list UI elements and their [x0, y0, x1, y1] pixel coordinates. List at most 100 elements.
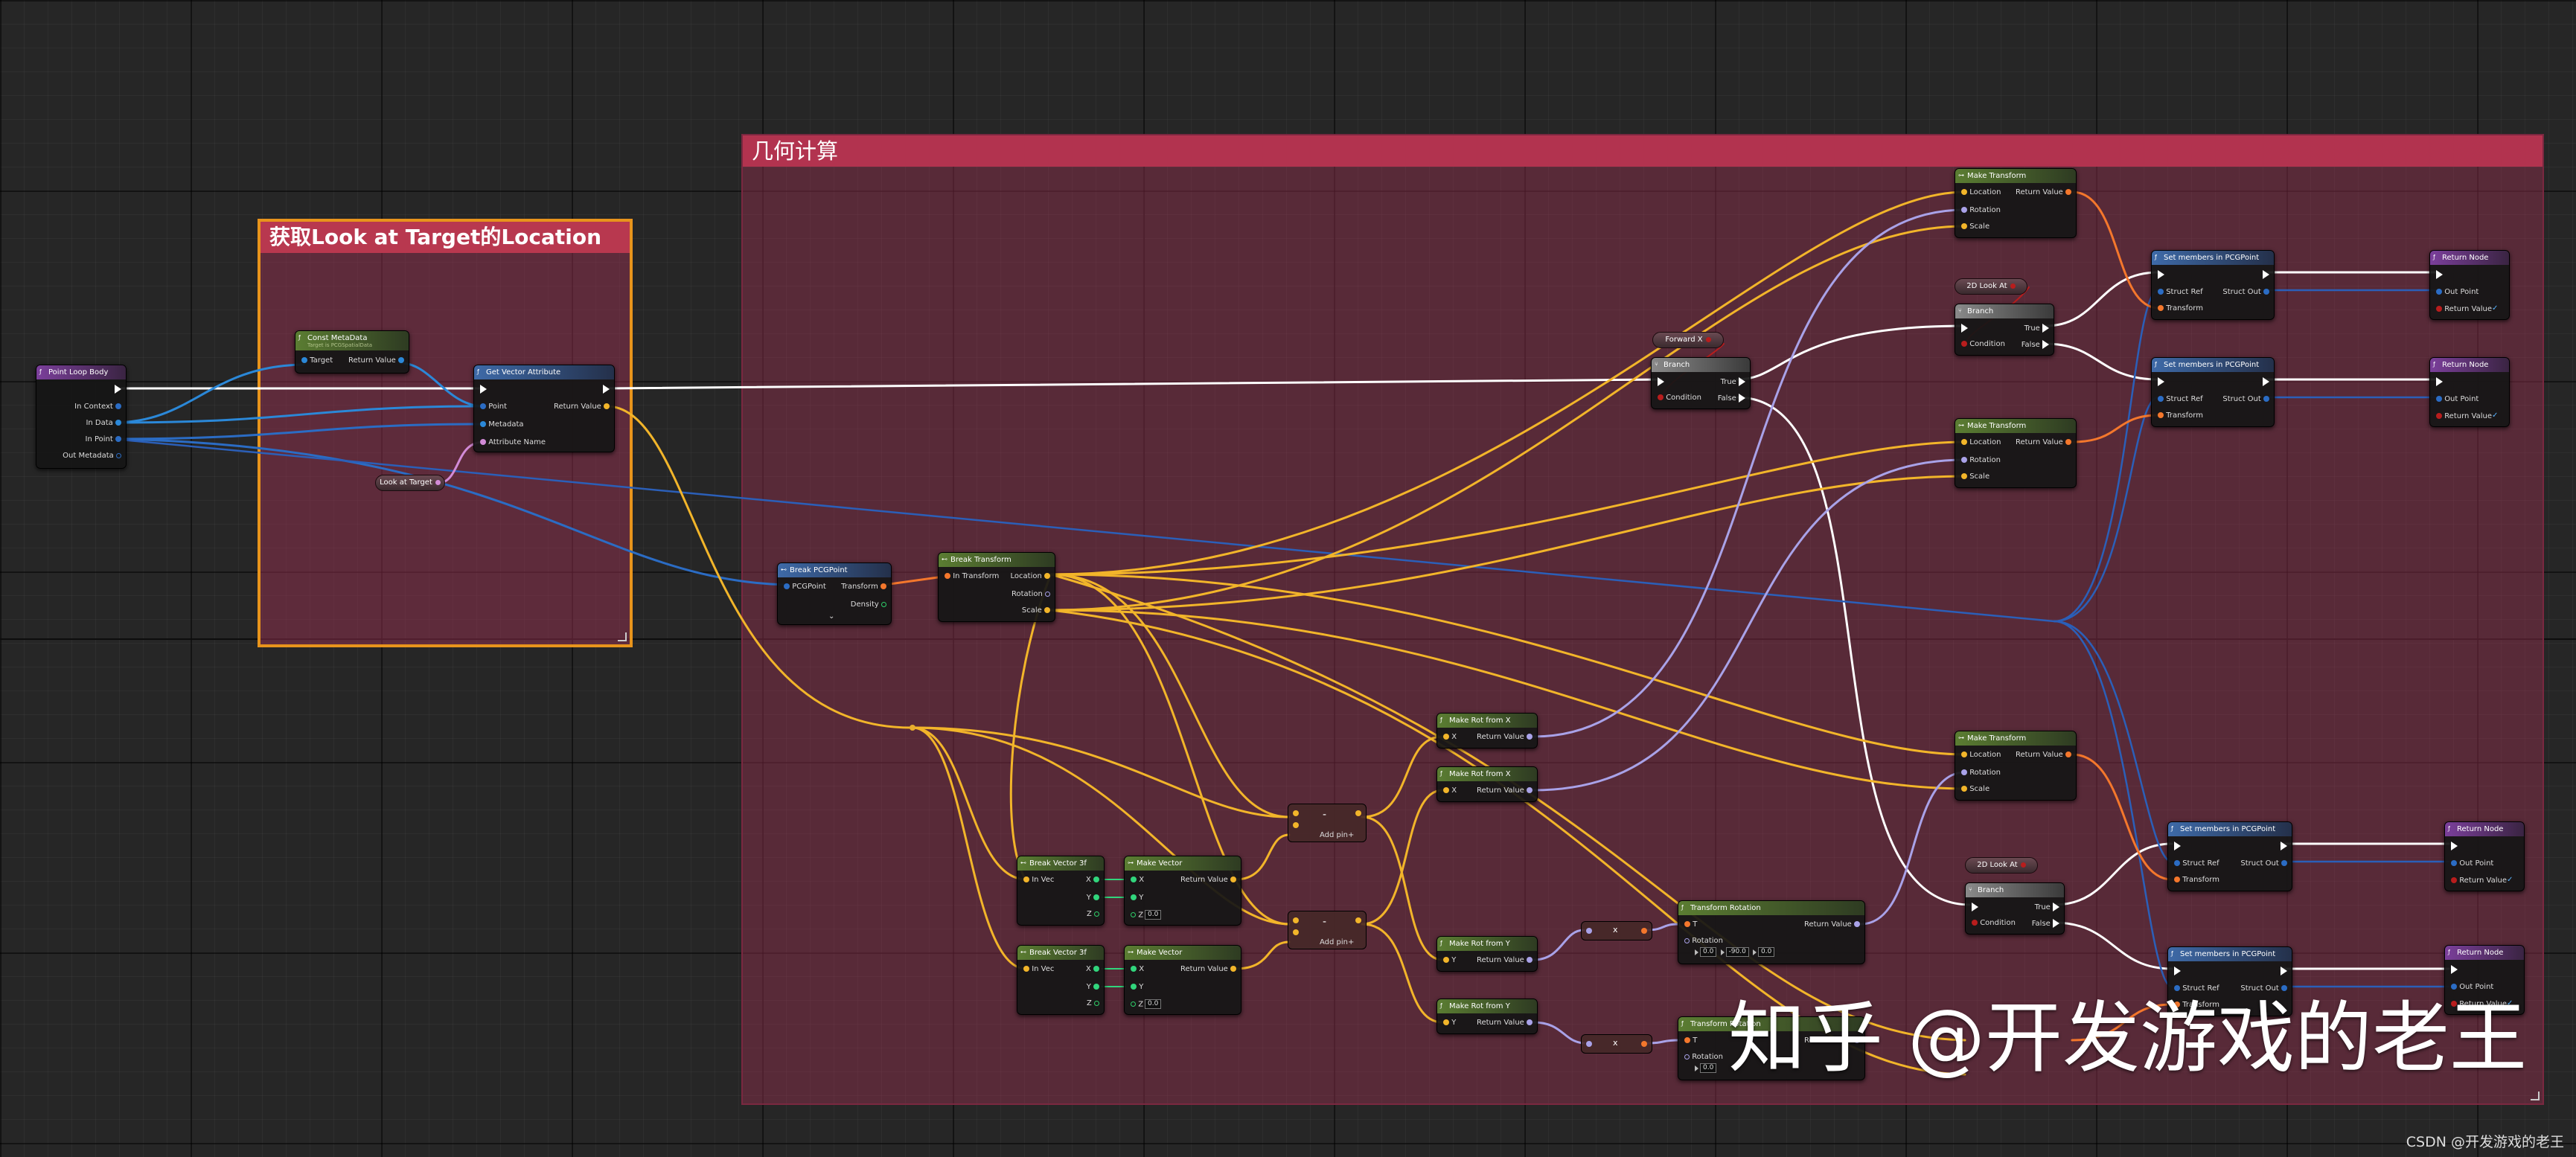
in-vec-pin[interactable]: In Vec	[1023, 876, 1054, 885]
x-pin[interactable]: X	[1131, 876, 1144, 885]
in-transform-pin[interactable]: In Transform	[945, 572, 999, 581]
exec-out-pin[interactable]	[115, 385, 121, 394]
resize-grip-icon[interactable]	[2531, 1092, 2540, 1100]
rotation-pin[interactable]: Rotation	[1684, 1053, 1723, 1062]
struct-out-pin[interactable]: Struct Out	[2222, 395, 2269, 404]
out-metadata-pin[interactable]: Out Metadata	[63, 452, 121, 461]
y-pin[interactable]: Y	[1087, 894, 1099, 903]
x-pin[interactable]: X	[1131, 965, 1144, 974]
rotation-x-field[interactable]: 0.0	[1700, 947, 1717, 957]
y-pin[interactable]: Y	[1443, 1019, 1456, 1028]
struct-out-pin[interactable]: Struct Out	[2240, 984, 2287, 993]
scale-pin[interactable]: Scale	[1961, 222, 1989, 231]
comment-box-lookat[interactable]: 获取Look at Target的Location	[258, 219, 633, 647]
exec-out-pin[interactable]	[603, 385, 610, 394]
node-break-vector-1[interactable]: ⊷Break Vector 3f In Vec X Y Z	[1017, 856, 1105, 926]
transform-pin[interactable]: Transform	[2174, 1001, 2219, 1010]
in-point-pin[interactable]: In Point	[86, 435, 121, 444]
false-pin[interactable]: False	[2032, 919, 2059, 929]
node-2d-look-at-2[interactable]: 2D Look At	[1965, 857, 2038, 874]
node-make-transform-2[interactable]: ⊶Make Transform Location Return Value Ro…	[1955, 418, 2077, 488]
exec-in-pin[interactable]	[1961, 324, 1968, 333]
z-value-field[interactable]: 0.0	[1145, 999, 1162, 1009]
exec-in-pin[interactable]	[2436, 377, 2443, 387]
rotation-pin[interactable]: Rotation	[1961, 456, 2001, 465]
checkbox-checked-icon[interactable]: ✓	[2507, 999, 2513, 1007]
rotation-pin[interactable]: Rotation	[1684, 937, 1723, 946]
return-value-pin[interactable]: Return Value	[348, 356, 404, 365]
struct-ref-pin[interactable]: Struct Ref	[2158, 288, 2203, 297]
z-pin[interactable]: Z	[1087, 910, 1099, 919]
exec-in-pin[interactable]	[2174, 967, 2181, 976]
in-vec-pin[interactable]: In Vec	[1023, 965, 1054, 974]
true-pin[interactable]: True	[2024, 324, 2049, 333]
exec-in-pin[interactable]	[480, 385, 487, 394]
return-value-pin[interactable]: Return Value	[1477, 733, 1533, 742]
node-branch-1[interactable]: ⑂Branch True Condition False	[1651, 357, 1751, 409]
location-pin[interactable]: Location	[1961, 751, 2001, 760]
exec-out-pin[interactable]	[2263, 377, 2269, 387]
metadata-pin[interactable]: Metadata	[480, 420, 524, 429]
return-value-pin[interactable]: Return Value	[1180, 876, 1236, 885]
rotation-pin[interactable]: Rotation	[1961, 206, 2001, 215]
return-value-pin[interactable]: Return Value✓	[2436, 304, 2498, 314]
return-value-pin[interactable]: Return Value	[1477, 786, 1533, 795]
target-pin[interactable]: Target	[301, 356, 333, 365]
transform-pin[interactable]: Transform	[841, 583, 886, 592]
add-pin-button[interactable]: Add pin+	[1320, 938, 1355, 946]
node-look-at-target[interactable]: Look at Target	[375, 475, 445, 491]
exec-in-pin[interactable]	[2158, 377, 2164, 387]
node-subtract-1[interactable]: - Add pin+	[1288, 804, 1367, 842]
rotation-fields[interactable]: 0.0	[1693, 1063, 1717, 1074]
exec-out-pin[interactable]	[2281, 842, 2287, 851]
z-value-field[interactable]: 0.0	[1145, 910, 1162, 920]
scale-pin[interactable]: Scale	[1961, 472, 1989, 481]
out-point-pin[interactable]: Out Point	[2436, 288, 2478, 297]
y-pin[interactable]: Y	[1443, 956, 1456, 965]
exec-in-pin[interactable]	[2174, 842, 2181, 851]
false-pin[interactable]: False	[1718, 394, 1745, 403]
false-pin[interactable]: False	[2022, 340, 2049, 350]
checkbox-checked-icon[interactable]: ✓	[2492, 304, 2499, 313]
attribute-name-pin[interactable]: Attribute Name	[480, 438, 546, 447]
true-pin[interactable]: True	[2035, 903, 2059, 912]
location-pin[interactable]: Location	[1011, 572, 1050, 581]
true-pin[interactable]: True	[1721, 377, 1745, 387]
return-value-pin[interactable]: Return Value✓	[2451, 999, 2513, 1009]
transform-pin[interactable]: Transform	[2158, 411, 2203, 420]
return-value-pin[interactable]: Return Value	[1180, 965, 1236, 974]
node-make-transform-1[interactable]: ⊶Make Transform Location Return Value Ro…	[1955, 168, 2077, 238]
struct-out-pin[interactable]: Struct Out	[2222, 288, 2269, 297]
x-pin[interactable]: X	[1086, 965, 1099, 974]
location-pin[interactable]: Location	[1961, 188, 2001, 197]
node-make-transform-3[interactable]: ⊶Make Transform Location Return Value Ro…	[1955, 731, 2077, 801]
struct-ref-pin[interactable]: Struct Ref	[2174, 984, 2219, 993]
node-branch-2[interactable]: ⑂Branch True Condition False	[1955, 304, 2054, 356]
exec-in-pin[interactable]	[2451, 965, 2458, 975]
node-multiply-1[interactable]: x	[1581, 921, 1652, 940]
x-pin[interactable]: X	[1443, 733, 1457, 742]
return-value-pin[interactable]: Return Value	[2016, 188, 2071, 197]
struct-out-pin[interactable]: Struct Out	[2240, 859, 2287, 868]
x-pin[interactable]: X	[1086, 876, 1099, 885]
rotation-z-field[interactable]: 0.0	[1758, 947, 1775, 957]
in-data-pin[interactable]: In Data	[86, 419, 121, 428]
rotation-x-field[interactable]: 0.0	[1700, 1063, 1717, 1073]
return-value-pin[interactable]: Return Value	[1477, 956, 1533, 965]
checkbox-checked-icon[interactable]: ✓	[2507, 876, 2513, 884]
pcgpoint-pin[interactable]: PCGPoint	[784, 583, 826, 592]
